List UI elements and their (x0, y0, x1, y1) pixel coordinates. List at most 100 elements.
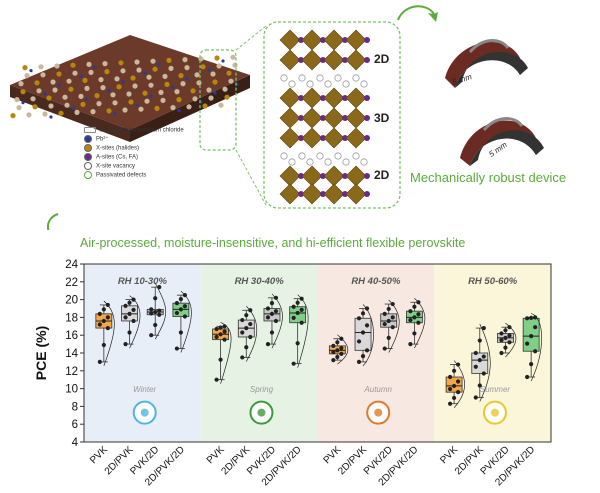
legend-label: Passivated defects (96, 172, 147, 179)
data-point (131, 318, 136, 324)
legend-label: 2-phenethylammonium chloride (100, 127, 184, 134)
flexible-device-top (445, 39, 528, 88)
data-point (178, 297, 184, 302)
data-point (339, 336, 344, 341)
data-point (214, 377, 219, 382)
y-tick-label: 10 (65, 384, 78, 396)
data-point (273, 295, 279, 300)
data-point (123, 303, 128, 308)
data-point (382, 346, 387, 351)
season-label: Autumn (363, 385, 392, 394)
data-point (525, 374, 530, 380)
legend-item: X-sites (halides) (84, 144, 184, 153)
data-point (244, 313, 249, 318)
data-point (244, 325, 249, 331)
data-point (364, 306, 370, 311)
data-point (529, 315, 534, 320)
y-tick-label: 4 (72, 437, 79, 449)
category-label: PVK (205, 444, 227, 466)
season-icon-core (374, 408, 383, 417)
legend-item: 2-phenethylammonium chloride (84, 127, 184, 135)
data-point (273, 309, 279, 314)
data-point (412, 315, 417, 320)
data-point (386, 335, 391, 340)
data-point (149, 333, 154, 338)
data-point (299, 320, 304, 325)
data-point (503, 328, 508, 333)
data-point (507, 325, 512, 330)
data-point (408, 317, 413, 323)
data-point (97, 359, 102, 364)
data-point (265, 315, 271, 320)
data-point (331, 350, 336, 355)
season-label: Winter (133, 385, 156, 394)
legend-label: Pb²⁺ (96, 136, 109, 143)
ring-icon (84, 171, 92, 180)
y-tick-label: 14 (65, 348, 78, 360)
data-point (356, 359, 362, 364)
dot-icon (84, 135, 92, 144)
data-point (218, 332, 223, 337)
data-point (412, 331, 417, 336)
season-label: Summer (480, 385, 511, 394)
data-point (335, 340, 340, 345)
data-point (291, 315, 296, 320)
data-point (273, 318, 279, 324)
data-point (447, 374, 453, 380)
perovskite-crystal-illustration (10, 5, 544, 230)
data-point (360, 311, 366, 316)
data-point (101, 342, 106, 348)
data-point (499, 350, 504, 356)
data-point (408, 309, 413, 314)
data-point (525, 316, 530, 321)
flexible-device-bottom (460, 117, 544, 166)
dot-icon (84, 144, 92, 153)
data-point (382, 321, 387, 327)
rh-label: RH 30-40% (235, 276, 285, 287)
dot-icon (84, 153, 92, 162)
data-point (386, 306, 391, 312)
data-point (533, 315, 538, 320)
data-point (331, 343, 336, 348)
legend-label: A-sites (Cs, FA) (96, 154, 139, 161)
data-point (123, 342, 128, 347)
data-point (153, 296, 158, 301)
data-point (174, 310, 180, 316)
y-tick-label: 12 (65, 366, 78, 378)
data-point (174, 346, 180, 351)
y-tick-label: 20 (65, 295, 78, 307)
data-point (525, 341, 530, 346)
data-point (335, 348, 340, 353)
data-point (295, 341, 300, 346)
data-point (499, 337, 504, 343)
data-point (218, 325, 223, 330)
data-point (214, 326, 219, 332)
legend-label: X-site vacancy (96, 163, 136, 170)
category-label: PVK (438, 444, 460, 466)
legend-label: X-sites (halides) (96, 145, 140, 152)
data-point (105, 325, 110, 331)
data-point (299, 307, 304, 312)
y-tick-label: 8 (72, 401, 78, 413)
data-point (416, 300, 421, 305)
data-point (331, 358, 336, 363)
data-point (382, 311, 387, 316)
data-point (533, 349, 538, 354)
pce-box-chart: RH 10-30%WinterPVK2D/PVKPVK/2D2D/PVK/2DR… (33, 259, 552, 488)
data-point (265, 306, 271, 311)
data-point (477, 338, 482, 343)
data-point (157, 308, 162, 313)
data-point (244, 345, 249, 350)
data-point (390, 315, 395, 320)
data-point (153, 322, 158, 328)
data-point (364, 348, 370, 353)
data-point (153, 309, 158, 315)
y-tick-label: 22 (65, 277, 78, 289)
data-point (240, 330, 245, 335)
data-point (473, 350, 478, 356)
layer-label-top: 2D (374, 52, 390, 66)
data-point (222, 337, 227, 342)
data-point (127, 311, 132, 316)
data-point (182, 304, 188, 309)
